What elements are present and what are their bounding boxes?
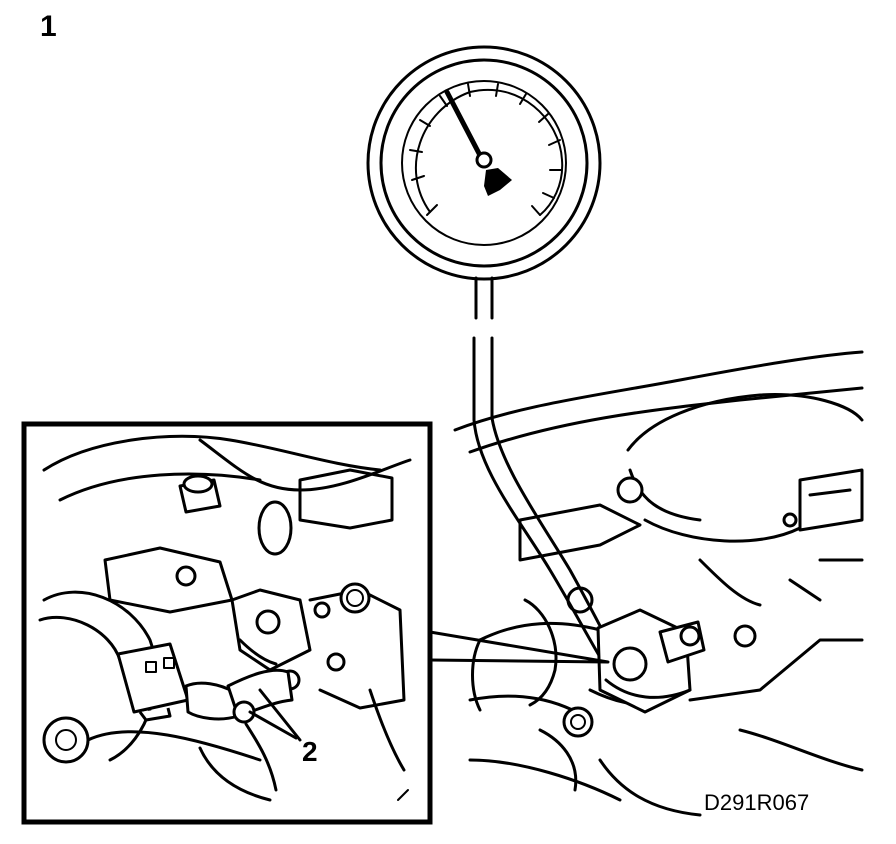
pressure-gauge-icon bbox=[366, 45, 602, 281]
gauge-hose-icon bbox=[472, 276, 624, 674]
callout-number-label: 2 bbox=[302, 736, 318, 767]
detail-leader-line bbox=[428, 630, 610, 664]
step-number-label: 1 bbox=[40, 10, 57, 43]
figure-code-label: D291R067 bbox=[704, 790, 810, 815]
detail-inset bbox=[21, 421, 433, 825]
test-valve-icon bbox=[562, 608, 706, 738]
engine-bay-drawing bbox=[453, 350, 864, 817]
